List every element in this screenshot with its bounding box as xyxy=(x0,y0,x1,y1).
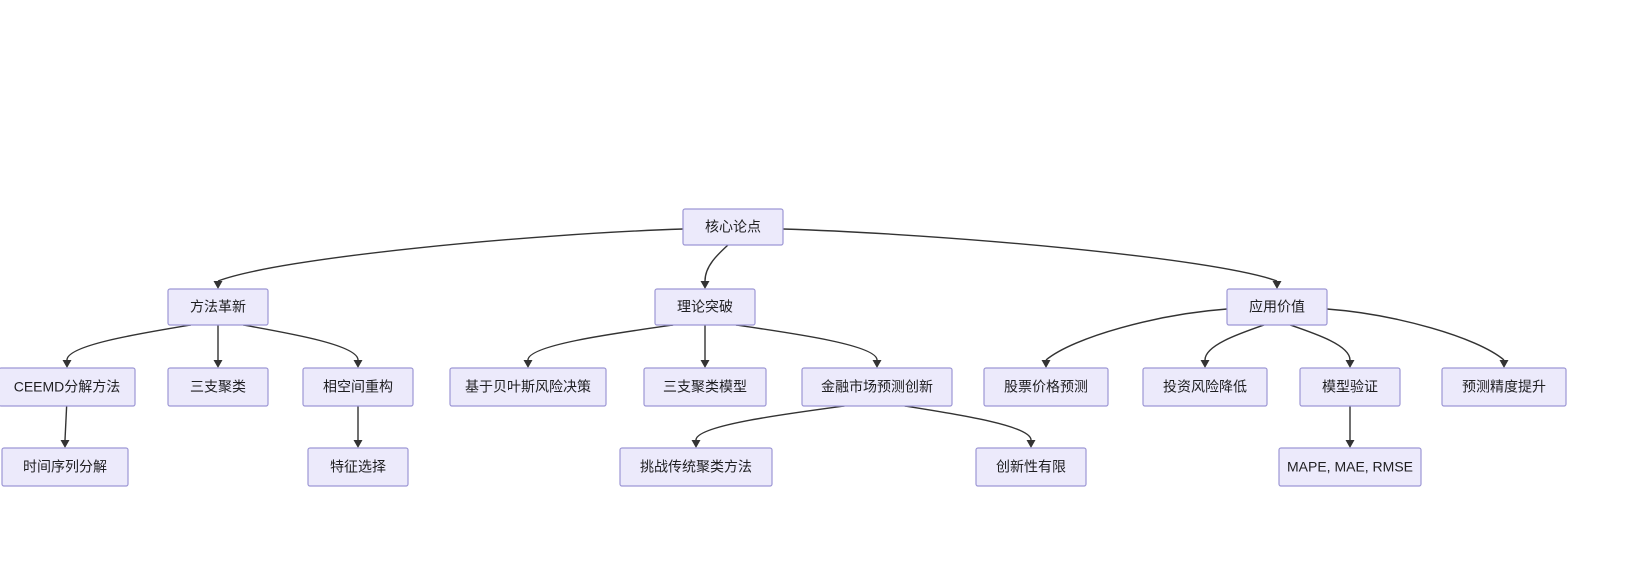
node-box[interactable] xyxy=(167,367,269,407)
node-box[interactable] xyxy=(302,367,414,407)
edge-arrowhead xyxy=(700,281,710,289)
edge-arrowhead xyxy=(700,360,710,368)
node-label: 特征选择 xyxy=(330,459,386,475)
flow-edge xyxy=(904,405,1032,441)
node-label: 应用价值 xyxy=(1249,299,1305,315)
node-label: 方法革新 xyxy=(190,299,246,315)
flow-node-l2j[interactable]: 预测精度提升 xyxy=(1441,367,1567,407)
flow-edge xyxy=(735,324,878,361)
edge-arrowhead xyxy=(1026,440,1036,448)
node-box[interactable] xyxy=(975,447,1087,487)
flow-edge xyxy=(243,324,359,361)
flow-edge xyxy=(217,228,684,282)
edge-arrowhead xyxy=(1499,360,1509,368)
edge-arrowhead xyxy=(1345,440,1355,448)
node-label: 投资风险降低 xyxy=(1163,379,1247,395)
edge-arrowhead xyxy=(60,440,70,448)
flow-node-l2c[interactable]: 相空间重构 xyxy=(302,367,414,407)
node-box[interactable] xyxy=(0,367,136,407)
flow-node-l2a[interactable]: CEEMD分解方法 xyxy=(0,367,136,407)
flow-node-l1a[interactable]: 方法革新 xyxy=(167,288,269,326)
edge-arrowhead xyxy=(213,281,223,289)
node-box[interactable] xyxy=(682,208,784,246)
node-box[interactable] xyxy=(1,447,129,487)
edge-arrowhead xyxy=(353,440,363,448)
node-box[interactable] xyxy=(643,367,767,407)
flow-node-l3c[interactable]: 挑战传统聚类方法 xyxy=(619,447,773,487)
edge-layer xyxy=(60,228,1509,448)
node-box[interactable] xyxy=(983,367,1109,407)
flow-edge xyxy=(704,244,729,282)
flow-node-l3e[interactable]: MAPE, MAE, RMSE xyxy=(1278,447,1422,487)
node-label: 相空间重构 xyxy=(323,379,393,395)
node-label: 基于贝叶斯风险决策 xyxy=(465,379,591,395)
node-box[interactable] xyxy=(307,447,409,487)
node-label: 三支聚类 xyxy=(190,379,246,395)
node-box[interactable] xyxy=(167,288,269,326)
flow-node-l2e[interactable]: 三支聚类模型 xyxy=(643,367,767,407)
node-label: 模型验证 xyxy=(1322,379,1378,395)
flow-node-l3b[interactable]: 特征选择 xyxy=(307,447,409,487)
node-label: 时间序列分解 xyxy=(23,459,107,475)
node-label: 股票价格预测 xyxy=(1004,379,1088,395)
flow-node-l1b[interactable]: 理论突破 xyxy=(654,288,756,326)
flow-edge xyxy=(695,405,845,441)
node-box[interactable] xyxy=(1142,367,1268,407)
edge-arrowhead xyxy=(1272,281,1282,289)
flow-node-l2h[interactable]: 投资风险降低 xyxy=(1142,367,1268,407)
edge-arrowhead xyxy=(1345,360,1355,368)
flow-edge xyxy=(64,405,68,441)
node-label: 挑战传统聚类方法 xyxy=(640,459,752,475)
flow-edge xyxy=(1045,308,1228,361)
edge-arrowhead xyxy=(872,360,882,368)
flow-node-l2i[interactable]: 模型验证 xyxy=(1299,367,1401,407)
edge-arrowhead xyxy=(213,360,223,368)
flow-edge xyxy=(1326,308,1505,361)
node-box[interactable] xyxy=(654,288,756,326)
node-label: 三支聚类模型 xyxy=(663,379,747,395)
node-label: 金融市场预测创新 xyxy=(821,379,933,395)
flow-node-l2g[interactable]: 股票价格预测 xyxy=(983,367,1109,407)
flow-edge xyxy=(1289,324,1351,361)
node-box[interactable] xyxy=(1278,447,1422,487)
edge-arrowhead xyxy=(1200,360,1210,368)
node-box[interactable] xyxy=(801,367,953,407)
node-box[interactable] xyxy=(1226,288,1328,326)
node-label: 核心论点 xyxy=(705,219,761,235)
flow-edge xyxy=(1204,324,1265,361)
flow-node-root[interactable]: 核心论点 xyxy=(682,208,784,246)
edge-arrowhead xyxy=(523,360,533,368)
flow-node-l2b[interactable]: 三支聚类 xyxy=(167,367,269,407)
node-label: 理论突破 xyxy=(677,299,733,315)
node-label: MAPE, MAE, RMSE xyxy=(1287,459,1413,475)
edge-arrowhead xyxy=(1041,360,1051,368)
flow-node-l3a[interactable]: 时间序列分解 xyxy=(1,447,129,487)
node-label: CEEMD分解方法 xyxy=(14,379,121,395)
flow-node-l1c[interactable]: 应用价值 xyxy=(1226,288,1328,326)
flow-edge xyxy=(527,324,674,361)
edge-arrowhead xyxy=(62,360,72,368)
flow-node-l2f[interactable]: 金融市场预测创新 xyxy=(801,367,953,407)
node-label: 创新性有限 xyxy=(996,459,1066,475)
node-box[interactable] xyxy=(1441,367,1567,407)
flow-node-l3d[interactable]: 创新性有限 xyxy=(975,447,1087,487)
edge-arrowhead xyxy=(691,440,701,448)
flow-edge xyxy=(66,324,191,361)
flow-node-l2d[interactable]: 基于贝叶斯风险决策 xyxy=(449,367,607,407)
edge-arrowhead xyxy=(353,360,363,368)
node-box[interactable] xyxy=(1299,367,1401,407)
node-box[interactable] xyxy=(449,367,607,407)
node-label: 预测精度提升 xyxy=(1462,379,1546,395)
flow-edge xyxy=(782,228,1278,282)
node-box[interactable] xyxy=(619,447,773,487)
